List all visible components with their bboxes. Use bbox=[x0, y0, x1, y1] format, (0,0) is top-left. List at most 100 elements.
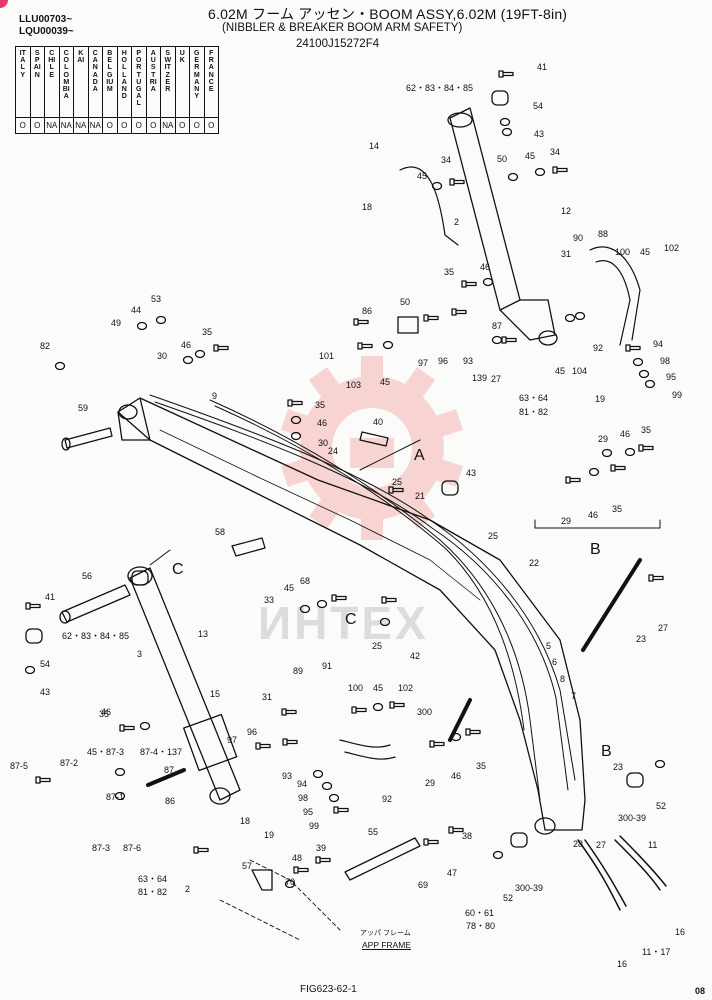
part-number-label: 39 bbox=[316, 843, 326, 853]
part-number-label: 8 bbox=[560, 674, 565, 684]
part-number-label: 103 bbox=[346, 380, 361, 390]
washer-part bbox=[654, 759, 666, 769]
washer-part bbox=[601, 448, 613, 458]
part-number-label: 47 bbox=[447, 868, 457, 878]
washer-part bbox=[382, 340, 394, 350]
washer-part bbox=[328, 793, 340, 803]
part-number-label: 92 bbox=[593, 343, 603, 353]
bolt-part bbox=[449, 178, 465, 186]
part-number-label: 13 bbox=[198, 629, 208, 639]
bolt-part bbox=[552, 166, 568, 174]
part-number-label: 46 bbox=[620, 429, 630, 439]
part-number-label: 93 bbox=[282, 771, 292, 781]
part-number-label: 50 bbox=[400, 297, 410, 307]
part-number-label: 100 bbox=[348, 683, 363, 693]
country-name: PORTUGAL bbox=[136, 50, 142, 108]
part-number-label: 2 bbox=[454, 217, 459, 227]
country-name-cell: FRANCE bbox=[203, 46, 219, 118]
bolt-part bbox=[315, 856, 331, 864]
part-number-label: 55 bbox=[368, 827, 378, 837]
part-number-label: 63・64 bbox=[138, 874, 167, 884]
bolt-part bbox=[255, 742, 271, 750]
pin-58 bbox=[231, 537, 266, 557]
part-number-label: 46 bbox=[451, 771, 461, 781]
washer-part bbox=[24, 665, 36, 675]
part-number-label: 29 bbox=[598, 434, 608, 444]
availability-cell: O bbox=[131, 117, 147, 134]
country-name: COLOMBIA bbox=[62, 50, 70, 101]
availability-cell: NA bbox=[44, 117, 60, 134]
bolt-part bbox=[357, 342, 373, 350]
part-number-label: 96 bbox=[247, 727, 257, 737]
part-number-label: 52 bbox=[656, 801, 666, 811]
part-number-label: 52 bbox=[503, 893, 513, 903]
washer-part bbox=[194, 349, 206, 359]
washer-part bbox=[290, 415, 302, 425]
part-number-label: 22 bbox=[529, 558, 539, 568]
country-name: SPAIN bbox=[33, 50, 41, 79]
bolt-part bbox=[381, 596, 397, 604]
washer-part bbox=[284, 879, 296, 889]
serial-range-1: LLU00703~ bbox=[19, 14, 73, 25]
part-number-label: 95 bbox=[666, 372, 676, 382]
bolt-part bbox=[213, 344, 229, 352]
bolt-part bbox=[451, 308, 467, 316]
part-number-label: 53 bbox=[151, 294, 161, 304]
part-number-label: 45 bbox=[640, 247, 650, 257]
washer-part bbox=[316, 599, 328, 609]
part-number-label: 46 bbox=[317, 418, 327, 428]
part-number-label: 38 bbox=[462, 831, 472, 841]
country-name-cell: AUSTRIA bbox=[145, 46, 161, 118]
part-number-label: 23 bbox=[613, 762, 623, 772]
bush-part bbox=[25, 628, 43, 644]
bush-part bbox=[131, 570, 149, 586]
part-number-label: 87-2 bbox=[60, 758, 78, 768]
corner-badge bbox=[0, 0, 8, 8]
part-number-label: 30 bbox=[318, 438, 328, 448]
country-name: BELGIUM bbox=[106, 50, 114, 94]
washer-part bbox=[564, 313, 576, 323]
availability-cell: O bbox=[145, 117, 161, 134]
bolt-part bbox=[465, 728, 481, 736]
part-number-label: 87 bbox=[164, 765, 174, 775]
part-number-label: 45・87-3 bbox=[87, 747, 124, 757]
pin-40 bbox=[359, 431, 389, 447]
part-number-label: 81・82 bbox=[138, 887, 167, 897]
part-number-label: 87 bbox=[492, 321, 502, 331]
detail-callout-label: C bbox=[172, 561, 184, 578]
part-number-label: 27 bbox=[658, 623, 668, 633]
washer-part bbox=[507, 172, 519, 182]
part-number-label: 6 bbox=[552, 657, 557, 667]
serial-range-2: LQU00039~ bbox=[19, 26, 74, 37]
part-number-label: 90 bbox=[573, 233, 583, 243]
part-number-label: 45 bbox=[380, 377, 390, 387]
country-name: HOLLAND bbox=[121, 50, 127, 101]
bolt-part bbox=[625, 344, 641, 352]
part-number-label: 31 bbox=[262, 692, 272, 702]
part-number-label: 45 bbox=[284, 583, 294, 593]
part-number-label: 78・80 bbox=[466, 921, 495, 931]
part-number-label: 41 bbox=[537, 62, 547, 72]
washer-part bbox=[114, 767, 126, 777]
washer-part bbox=[54, 361, 66, 371]
washer-part bbox=[136, 321, 148, 331]
bolt-part bbox=[35, 776, 51, 784]
part-number-label: 54 bbox=[533, 101, 543, 111]
part-number-label: 95 bbox=[303, 807, 313, 817]
part-number-label: 34 bbox=[441, 155, 451, 165]
pin-59 bbox=[64, 427, 113, 449]
country-name: ITALY bbox=[19, 50, 26, 79]
part-number-label: 81・82 bbox=[519, 407, 548, 417]
country-name: UK bbox=[179, 50, 185, 65]
diagram-title: 6.02M フーム アッセン・BOOM ASSY,6.02M (19FT-8in… bbox=[208, 6, 568, 22]
part-number-label: 34 bbox=[550, 147, 560, 157]
washer-part bbox=[499, 117, 511, 127]
washer-part bbox=[632, 357, 644, 367]
part-number-label: 69 bbox=[418, 880, 428, 890]
part-number-label: 14 bbox=[369, 141, 379, 151]
detail-callout-label: C bbox=[345, 611, 357, 628]
bolt-part bbox=[498, 70, 514, 78]
part-number-label: 45 bbox=[555, 366, 565, 376]
part-number-label: 62・83・84・85 bbox=[406, 83, 473, 93]
